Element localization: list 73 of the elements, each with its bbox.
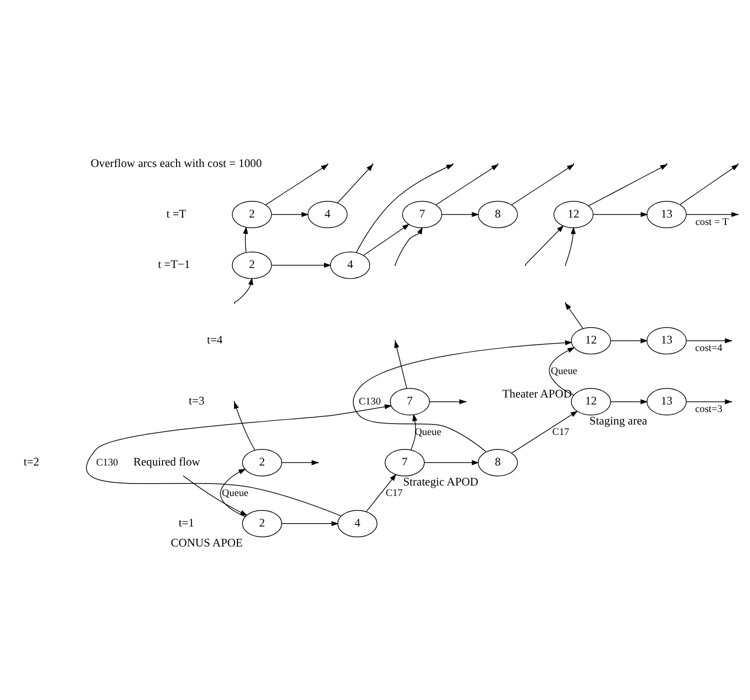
node-ellipse: 13 (646, 200, 687, 228)
edge-label: cost = T (695, 216, 729, 228)
arrow (271, 211, 309, 217)
arrow (394, 340, 408, 388)
arrow (366, 473, 396, 512)
edge-label: Queue (550, 365, 578, 376)
node-ellipse: 8 (478, 200, 518, 228)
arrow (242, 226, 248, 252)
node-label: Staging area (589, 414, 648, 427)
node-ellipse: 7 (402, 200, 442, 228)
node-label: Strategic APOD (403, 474, 478, 488)
arrow (337, 164, 374, 203)
node-label: Theater APOD (502, 387, 572, 400)
arrow (610, 398, 648, 404)
arrow (686, 398, 732, 404)
arrow (234, 277, 254, 302)
edge-label: C130 (358, 396, 381, 407)
arrow (410, 413, 418, 450)
arrow (511, 410, 578, 453)
node-ellipse: 12 (554, 200, 594, 228)
arrow (680, 164, 739, 204)
node-text: Required flow (133, 454, 200, 468)
label: Overflow arcs each with cost = 1000 (90, 156, 262, 170)
arrow (86, 404, 392, 516)
arrow (525, 224, 564, 264)
edge-label: C17 (552, 426, 570, 438)
arrow (281, 520, 339, 526)
node-ellipse: 7 (384, 448, 425, 476)
node-ellipse: 2 (232, 200, 272, 228)
label: t=1 (178, 516, 194, 529)
arrow (686, 338, 732, 343)
edge-label: C130 (96, 456, 118, 468)
arrow (352, 340, 572, 452)
node-ellipse: 12 (570, 326, 611, 354)
node-ellipse: 2 (232, 251, 272, 278)
edge-label: C17 (386, 487, 403, 498)
node-ellipse: 7 (390, 388, 430, 415)
node-label: CONUS APOE (170, 536, 243, 549)
arrow (588, 164, 668, 206)
arrow (271, 262, 332, 268)
label: t=4 (206, 333, 223, 346)
arrow (265, 164, 328, 205)
node-ellipse: 4 (330, 251, 370, 278)
node-ellipse: 13 (646, 388, 687, 415)
label: t=2 (24, 454, 40, 468)
arrow (429, 398, 467, 404)
node-ellipse: 4 (308, 200, 348, 228)
node-ellipse: 2 (242, 509, 282, 537)
arrow (511, 164, 574, 205)
arrow (424, 460, 480, 465)
arrow (442, 211, 480, 217)
arrow (610, 338, 648, 343)
arrow (436, 164, 499, 205)
node-ellipse: 12 (570, 388, 611, 415)
arrow (394, 226, 423, 264)
node-ellipse: 8 (478, 448, 518, 476)
arrow (182, 474, 248, 516)
label: t=3 (188, 394, 204, 407)
label: t =T (166, 206, 186, 220)
node-ellipse: 2 (242, 448, 282, 476)
arrow (548, 346, 575, 396)
arrow (565, 226, 576, 264)
arrow (363, 223, 410, 256)
label: t =T−1 (158, 258, 190, 271)
arrow (592, 211, 648, 217)
edge-label: cost=3 (695, 404, 722, 415)
arrow (356, 164, 454, 252)
edge-label: Queue (222, 487, 248, 498)
node-ellipse: 4 (337, 509, 378, 537)
node-ellipse: 13 (646, 326, 687, 354)
arrow (220, 468, 246, 516)
edge-label: cost=4 (695, 342, 722, 354)
arrow (234, 400, 256, 450)
